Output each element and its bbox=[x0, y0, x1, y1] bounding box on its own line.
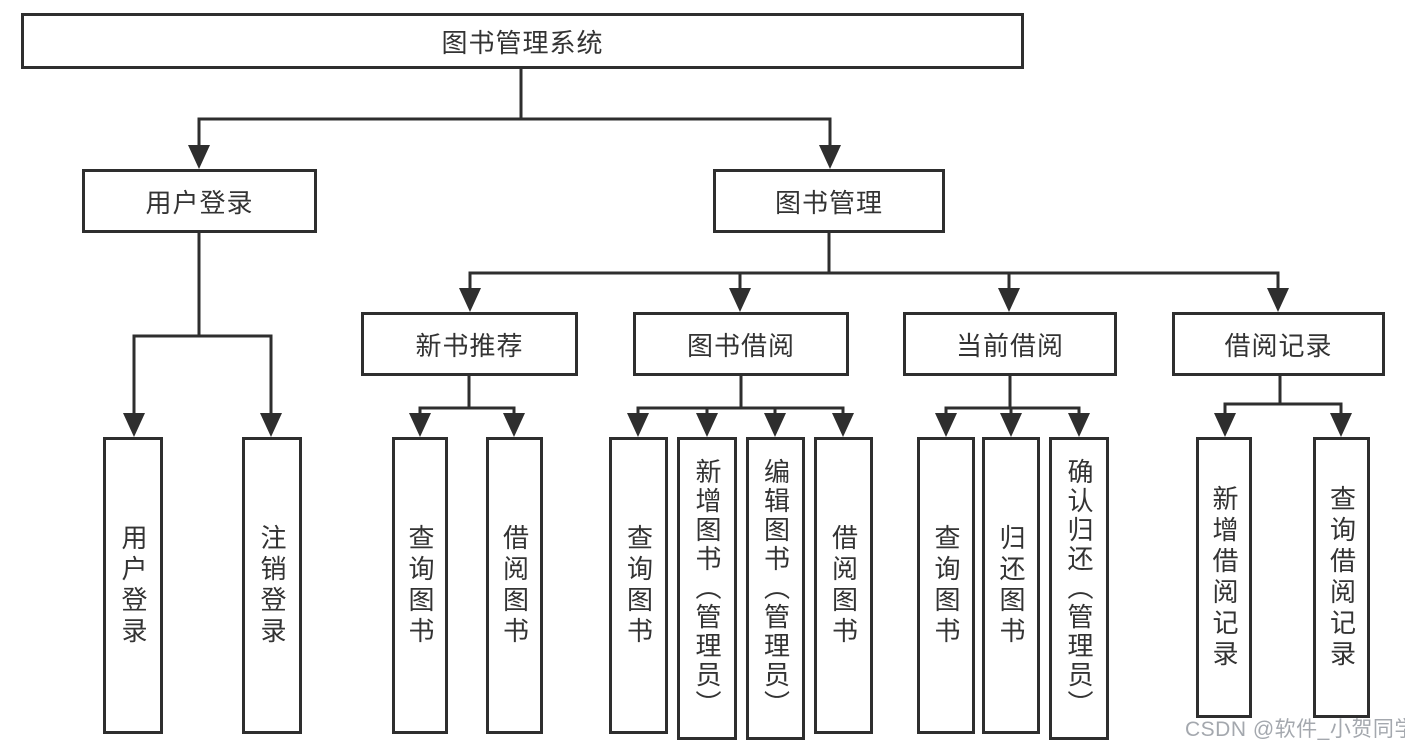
leaf-borrow-books-recommend: 借阅图书 bbox=[486, 437, 543, 734]
arrowhead bbox=[260, 413, 282, 437]
leaf-user-login: 用户登录 bbox=[103, 437, 163, 734]
edges-book-management-to-level3 bbox=[459, 233, 1289, 312]
arrowhead bbox=[998, 288, 1020, 312]
leaf-query-borrowing-record: 查询借阅记录 bbox=[1313, 437, 1370, 718]
leaf-add-books-admin: 新增图书（管理员） bbox=[677, 437, 737, 740]
connector-line bbox=[1223, 376, 1343, 416]
node-label: 用户登录 bbox=[145, 187, 254, 218]
node-label: 图书借阅 bbox=[686, 330, 795, 361]
arrowhead bbox=[1068, 413, 1090, 437]
connector-line bbox=[944, 376, 1081, 416]
node-book-borrowing: 图书借阅 bbox=[633, 312, 849, 376]
node-label: 查询借阅记录 bbox=[1326, 484, 1357, 671]
arrowhead bbox=[696, 413, 718, 437]
leaf-logout: 注销登录 bbox=[242, 437, 302, 734]
node-label: 确认归还（管理员） bbox=[1064, 458, 1094, 719]
arrowhead bbox=[188, 145, 210, 169]
node-label: 用户登录 bbox=[118, 523, 148, 648]
connector-line bbox=[197, 69, 832, 147]
csdn-watermark: CSDN @软件_小贺同学 bbox=[1185, 718, 1405, 741]
node-label: 借阅图书 bbox=[828, 523, 859, 648]
node-label: 查询图书 bbox=[931, 523, 961, 648]
arrowhead bbox=[627, 413, 649, 437]
node-current-borrowing: 当前借阅 bbox=[903, 312, 1117, 376]
node-label: 查询图书 bbox=[405, 523, 435, 648]
edges-new-book-to-leaves bbox=[409, 376, 525, 437]
arrowhead bbox=[832, 413, 854, 437]
node-label: 新增借阅记录 bbox=[1209, 484, 1239, 671]
node-label: 归还图书 bbox=[996, 523, 1026, 648]
arrowhead bbox=[729, 288, 751, 312]
leaf-query-books-recommend: 查询图书 bbox=[392, 437, 448, 734]
arrowhead bbox=[459, 288, 481, 312]
node-label: 新书推荐 bbox=[415, 330, 524, 361]
leaf-edit-books-admin: 编辑图书（管理员） bbox=[746, 437, 805, 740]
arrowhead bbox=[1000, 413, 1022, 437]
node-user-login: 用户登录 bbox=[82, 169, 317, 233]
arrowhead bbox=[503, 413, 525, 437]
node-book-management: 图书管理 bbox=[713, 169, 945, 233]
leaf-return-books: 归还图书 bbox=[982, 437, 1040, 734]
arrowhead bbox=[935, 413, 957, 437]
arrowhead bbox=[1214, 413, 1236, 437]
node-label: 借阅图书 bbox=[499, 523, 530, 648]
edges-book-borrowing-to-leaves bbox=[627, 376, 854, 437]
leaf-add-borrowing-record: 新增借阅记录 bbox=[1196, 437, 1252, 718]
leaf-query-books-borrowing: 查询图书 bbox=[609, 437, 668, 734]
arrowhead bbox=[819, 145, 841, 169]
leaf-borrow-books: 借阅图书 bbox=[814, 437, 873, 734]
node-label: 借阅记录 bbox=[1224, 330, 1333, 361]
arrowhead bbox=[1330, 413, 1352, 437]
node-borrowing-records: 借阅记录 bbox=[1172, 312, 1385, 376]
node-new-book-recommendation: 新书推荐 bbox=[361, 312, 578, 376]
node-label: 注销登录 bbox=[257, 523, 287, 648]
arrowhead bbox=[764, 413, 786, 437]
leaf-confirm-return-admin: 确认归还（管理员） bbox=[1049, 437, 1109, 740]
arrowhead bbox=[409, 413, 431, 437]
node-label: 新增图书（管理员） bbox=[692, 458, 722, 719]
edges-root-to-level2 bbox=[188, 69, 841, 169]
connector-line bbox=[636, 376, 845, 416]
edges-borrowing-records-to-leaves bbox=[1214, 376, 1352, 437]
edges-current-borrowing-to-leaves bbox=[935, 376, 1090, 437]
connector-line bbox=[468, 233, 1280, 290]
node-label: 编辑图书（管理员） bbox=[760, 458, 791, 719]
node-label: 图书管理系统 bbox=[441, 27, 604, 58]
arrowhead bbox=[123, 413, 145, 437]
connector-line bbox=[418, 376, 516, 416]
node-label: 查询图书 bbox=[623, 523, 654, 648]
node-label: 图书管理 bbox=[774, 187, 883, 218]
arrowhead bbox=[1267, 288, 1289, 312]
connector-line bbox=[132, 233, 273, 415]
edges-user-login-to-leaves bbox=[123, 233, 282, 437]
node-label: 当前借阅 bbox=[955, 330, 1064, 361]
node-library-management-system: 图书管理系统 bbox=[21, 13, 1024, 69]
leaf-query-books-current: 查询图书 bbox=[917, 437, 975, 734]
